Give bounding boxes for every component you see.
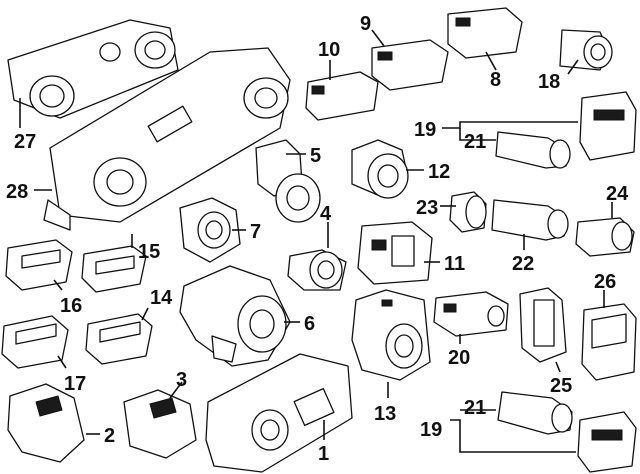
callout-21-upper: 21 [464,131,486,153]
callout-21-lower: 21 [464,397,486,419]
part-11-switch-housing [357,221,440,285]
part-15-switch [81,234,147,293]
callout-10: 10 [318,39,340,61]
callout-28: 28 [6,181,28,203]
callout-17: 17 [64,373,86,395]
part-25-bezel [519,287,567,373]
part-7-lock-cylinder [179,197,246,263]
part-28-climate-control-assembly [34,47,291,231]
part-21-outlet-socket [459,128,571,169]
callout-20: 20 [448,347,470,369]
callout-13: 13 [374,403,396,425]
callout-16: 16 [60,295,82,317]
part-8-switch [447,7,523,71]
part-1-headlamp-switch-panel [205,353,353,473]
part-19-outlet-bezel [442,91,637,161]
callout-18: 18 [538,71,560,93]
callout-22: 22 [512,253,534,275]
callout-2: 2 [104,425,115,447]
callout-11: 11 [444,253,465,275]
callout-19-lower: 19 [420,419,442,441]
part-20-switch [433,291,509,344]
callout-26: 26 [594,271,616,293]
part-6-ignition-lock-housing [179,265,300,367]
part-4-button [287,222,347,291]
part-16-switch [5,239,73,291]
part-22-outlet-socket [491,199,569,250]
callout-6: 6 [304,313,315,335]
part-18-power-outlet [559,29,613,75]
callout-19-upper: 19 [414,119,436,141]
part-10-switch [305,60,379,121]
part-12-rotary-knob [351,139,424,199]
part-5-ignition-switch [255,139,321,223]
part-27-climate-control-panel [7,19,179,128]
callout-9: 9 [360,13,371,35]
callout-14: 14 [150,287,173,309]
part-26-switch-module [581,290,637,381]
callout-3: 3 [176,369,187,391]
part-14-switch [85,307,153,365]
callout-5: 5 [310,145,321,167]
part-13-control-module [351,289,431,398]
part-24-outlet-socket [575,202,635,257]
callout-23: 23 [416,197,438,219]
part-3-switch [123,381,197,459]
callout-25: 25 [550,375,572,397]
callout-27: 27 [14,131,36,153]
callout-7: 7 [250,221,261,243]
callout-8: 8 [490,69,501,91]
part-21-outlet-socket-lower [460,391,573,435]
part-23-outlet-ring [440,191,487,233]
callout-1: 1 [318,443,329,465]
callout-12: 12 [428,161,450,183]
part-19-outlet-bezel-lower [450,411,637,473]
callout-4: 4 [320,203,332,225]
part-9-switch [371,29,449,91]
callout-15: 15 [138,241,160,263]
part-2-switch [7,383,100,463]
part-17-switch [1,315,69,369]
callout-24: 24 [606,183,629,205]
